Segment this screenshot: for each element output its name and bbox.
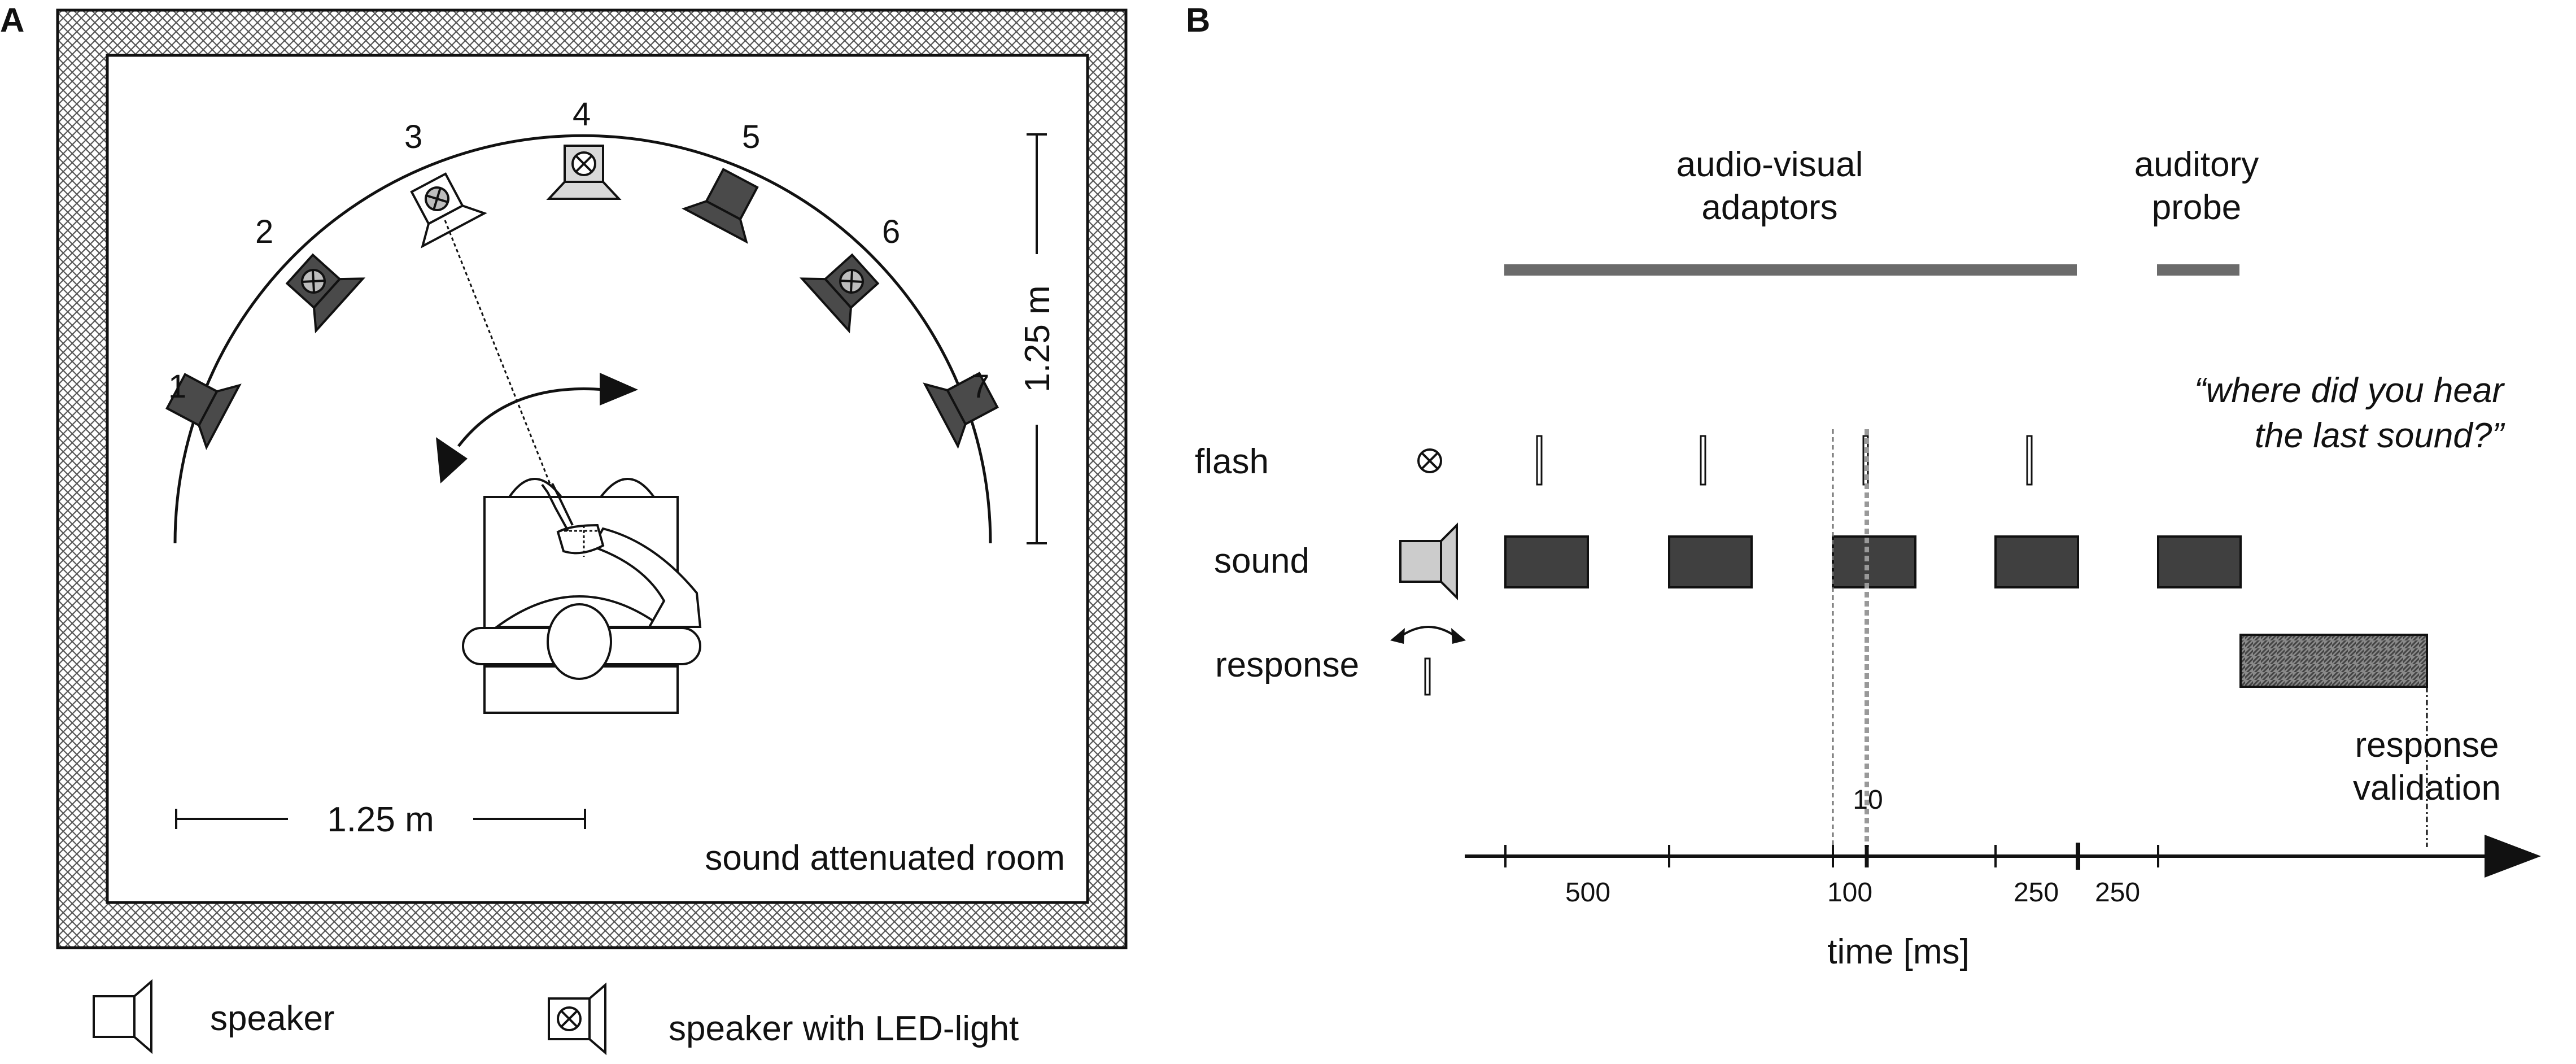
speaker-number-6: 6: [882, 213, 900, 250]
probe-label-line1: auditory: [2134, 145, 2259, 184]
row-label-sound: sound: [1214, 542, 1309, 581]
probe-label-line2: probe: [2152, 188, 2242, 227]
flash-mark: [2026, 435, 2033, 486]
adaptors-label-line1: audio-visual: [1676, 145, 1863, 184]
sound-blocks: [1504, 535, 2242, 588]
adaptors-phase-bar: [1504, 264, 2077, 276]
speaker-led-icon: [548, 982, 606, 1056]
dimension-vertical: [1027, 133, 1047, 544]
dimension-horizontal: [175, 809, 586, 829]
response-validation-line2: validation: [2353, 769, 2501, 808]
speaker-icon: [93, 979, 152, 1054]
dimension-horizontal-label: 1.25 m: [327, 800, 434, 839]
adaptors-label-line2: adaptors: [1701, 188, 1837, 227]
speaker-3: [410, 172, 487, 248]
panel-b: B audio-visual adaptors auditory probe “…: [1186, 1, 2541, 971]
sound-block: [1504, 535, 1589, 588]
interval-label: 250: [2095, 878, 2140, 908]
probe-phase-bar: [2157, 264, 2239, 276]
response-validation-line1: response: [2355, 726, 2499, 765]
flash-marks: [1536, 435, 2033, 486]
room-label: sound attenuated room: [705, 839, 1065, 878]
legend-speaker-label: speaker: [210, 999, 335, 1038]
speaker-icon-sound-row: [1399, 522, 1458, 600]
panel-a-letter: A: [0, 1, 24, 39]
led-icon: [1417, 448, 1442, 473]
response-pointer-icon: [1390, 626, 1466, 696]
axis-label: time [ms]: [1827, 932, 1969, 971]
sound-block: [1832, 535, 1916, 588]
speaker-arc: [173, 134, 992, 544]
listener-chair-icon: [462, 478, 702, 714]
offset-label: 10: [1853, 785, 1883, 815]
sound-block: [1994, 535, 2079, 588]
speaker-number-3: 3: [404, 119, 422, 155]
panel-a: A 1 2 3 4: [0, 1, 1128, 1056]
rotation-arrow-icon: [436, 373, 638, 483]
interval-label: 500: [1565, 878, 1610, 908]
row-label-flash: flash: [1195, 442, 1269, 481]
interval-label: 250: [2014, 878, 2059, 908]
flash-mark: [1700, 435, 1706, 486]
panel-b-letter: B: [1186, 1, 1210, 39]
question-line1: “where did you hear: [2194, 371, 2505, 410]
legend: speaker speaker with LED-light: [93, 979, 1019, 1056]
time-axis: [1465, 835, 2541, 878]
speaker-number-4: 4: [573, 96, 591, 133]
flash-mark: [1536, 435, 1543, 486]
speaker-4: [546, 145, 622, 200]
interval-label: 100: [1827, 878, 1872, 908]
speaker-number-5: 5: [742, 119, 760, 155]
response-block: [2239, 634, 2428, 688]
row-label-response: response: [1215, 646, 1359, 684]
dimension-vertical-label: 1.25 m: [1018, 285, 1057, 393]
speaker-number-1: 1: [168, 368, 186, 405]
probe-sound-block: [2157, 535, 2242, 588]
sound-block: [1668, 535, 1753, 588]
legend-speaker-led-label: speaker with LED-light: [669, 1009, 1019, 1048]
speaker-number-2: 2: [255, 213, 273, 250]
speaker-number-7: 7: [971, 368, 989, 405]
question-line2: the last sound?”: [2255, 416, 2505, 455]
